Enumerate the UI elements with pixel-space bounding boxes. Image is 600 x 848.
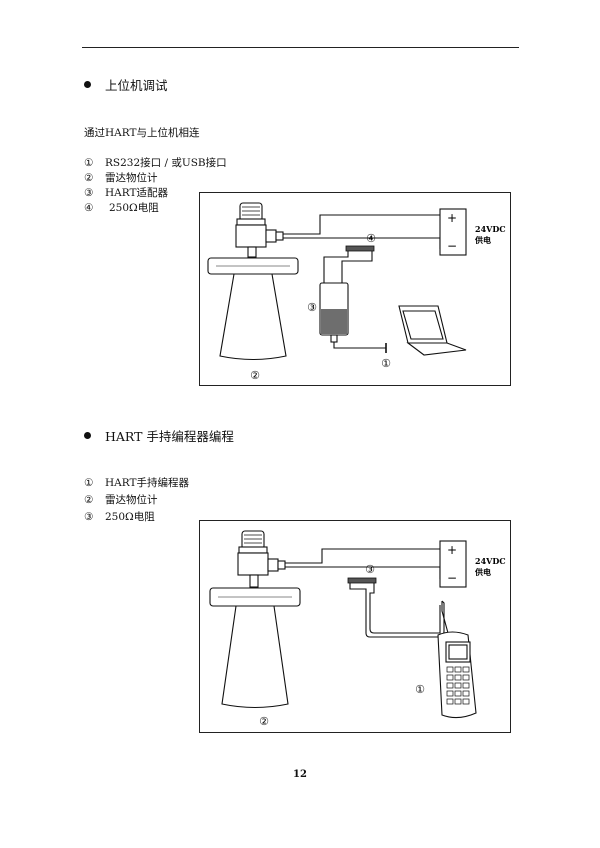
callout-3: ③ (307, 301, 317, 314)
header-rule (82, 47, 519, 48)
wire-plus (283, 214, 440, 235)
callout-1: ① (381, 357, 391, 370)
handheld-cable-a (349, 583, 445, 638)
cable-gland-nut (277, 560, 286, 570)
supply-minus: − (447, 239, 457, 253)
wire-plus (285, 548, 440, 564)
section2-heading: HART 手持编程器编程 (105, 429, 234, 444)
supply-label: 供电 (474, 567, 491, 577)
resistor (347, 577, 377, 584)
adapter-fill (321, 309, 347, 334)
supply-voltage-label: 24VDC (475, 556, 506, 566)
callout-4: ④ (366, 232, 376, 245)
handheld-connection-svg: + − 24VDC 供电 ① ② ③ (209, 530, 506, 728)
gauge-cap-ring (236, 218, 266, 226)
gauge-housing (237, 552, 269, 576)
wire-minus (285, 566, 441, 579)
power-supply-box (439, 208, 467, 256)
handheld-connection-diagram: + − 24VDC 供电 ① ② ③ (199, 520, 511, 733)
laptop-base (406, 342, 467, 356)
page-number: 12 (293, 769, 307, 780)
pc-connection-diagram: + − 24VDC 供电 ① ② ③ ④ (199, 192, 511, 386)
callout-2: ② (259, 715, 269, 728)
gauge-cap (241, 530, 265, 550)
cable-gland (265, 229, 277, 243)
callout-1: ① (415, 683, 425, 696)
bullet-dot (84, 432, 91, 439)
gauge-neck (249, 574, 259, 588)
handheld-cable-c (441, 601, 449, 634)
supply-plus: + (447, 543, 457, 557)
gauge-housing (235, 224, 267, 248)
gauge-neck (247, 246, 257, 258)
supply-minus: − (447, 571, 457, 585)
resistor (345, 245, 375, 252)
adapter-wire-b (336, 250, 373, 286)
gauge-cap (239, 202, 263, 222)
adapter-wire-a (323, 250, 349, 303)
cable-gland-nut (275, 231, 284, 241)
adapter-cable (333, 342, 386, 349)
bullet-dot (84, 81, 91, 88)
section2-heading-row: HART 手持编程器编程 (84, 426, 234, 445)
handheld-screen-inner (448, 644, 468, 660)
callout-2: ② (250, 369, 260, 382)
handheld-screen (445, 641, 471, 663)
cable-gland (267, 558, 279, 572)
adapter-plug (330, 334, 338, 343)
handheld-keypad (446, 666, 470, 705)
callout-3: ③ (365, 563, 375, 576)
section1-heading-row: 上位机调试 (84, 75, 168, 94)
gauge-cap-ring (238, 546, 268, 554)
pc-connection-svg: + − 24VDC 供电 ① ② ③ ④ (207, 202, 506, 382)
supply-plus: + (447, 211, 457, 225)
section1-heading: 上位机调试 (105, 78, 168, 93)
laptop-screen-inner (402, 310, 444, 340)
horn-antenna (221, 605, 289, 709)
power-supply-box (439, 540, 467, 588)
section1-intro: 通过HART与上位机相连 (84, 127, 200, 139)
supply-voltage-label: 24VDC (475, 224, 506, 234)
horn-antenna (219, 273, 287, 361)
handheld-cable-b (369, 583, 441, 634)
supply-label: 供电 (474, 235, 491, 245)
